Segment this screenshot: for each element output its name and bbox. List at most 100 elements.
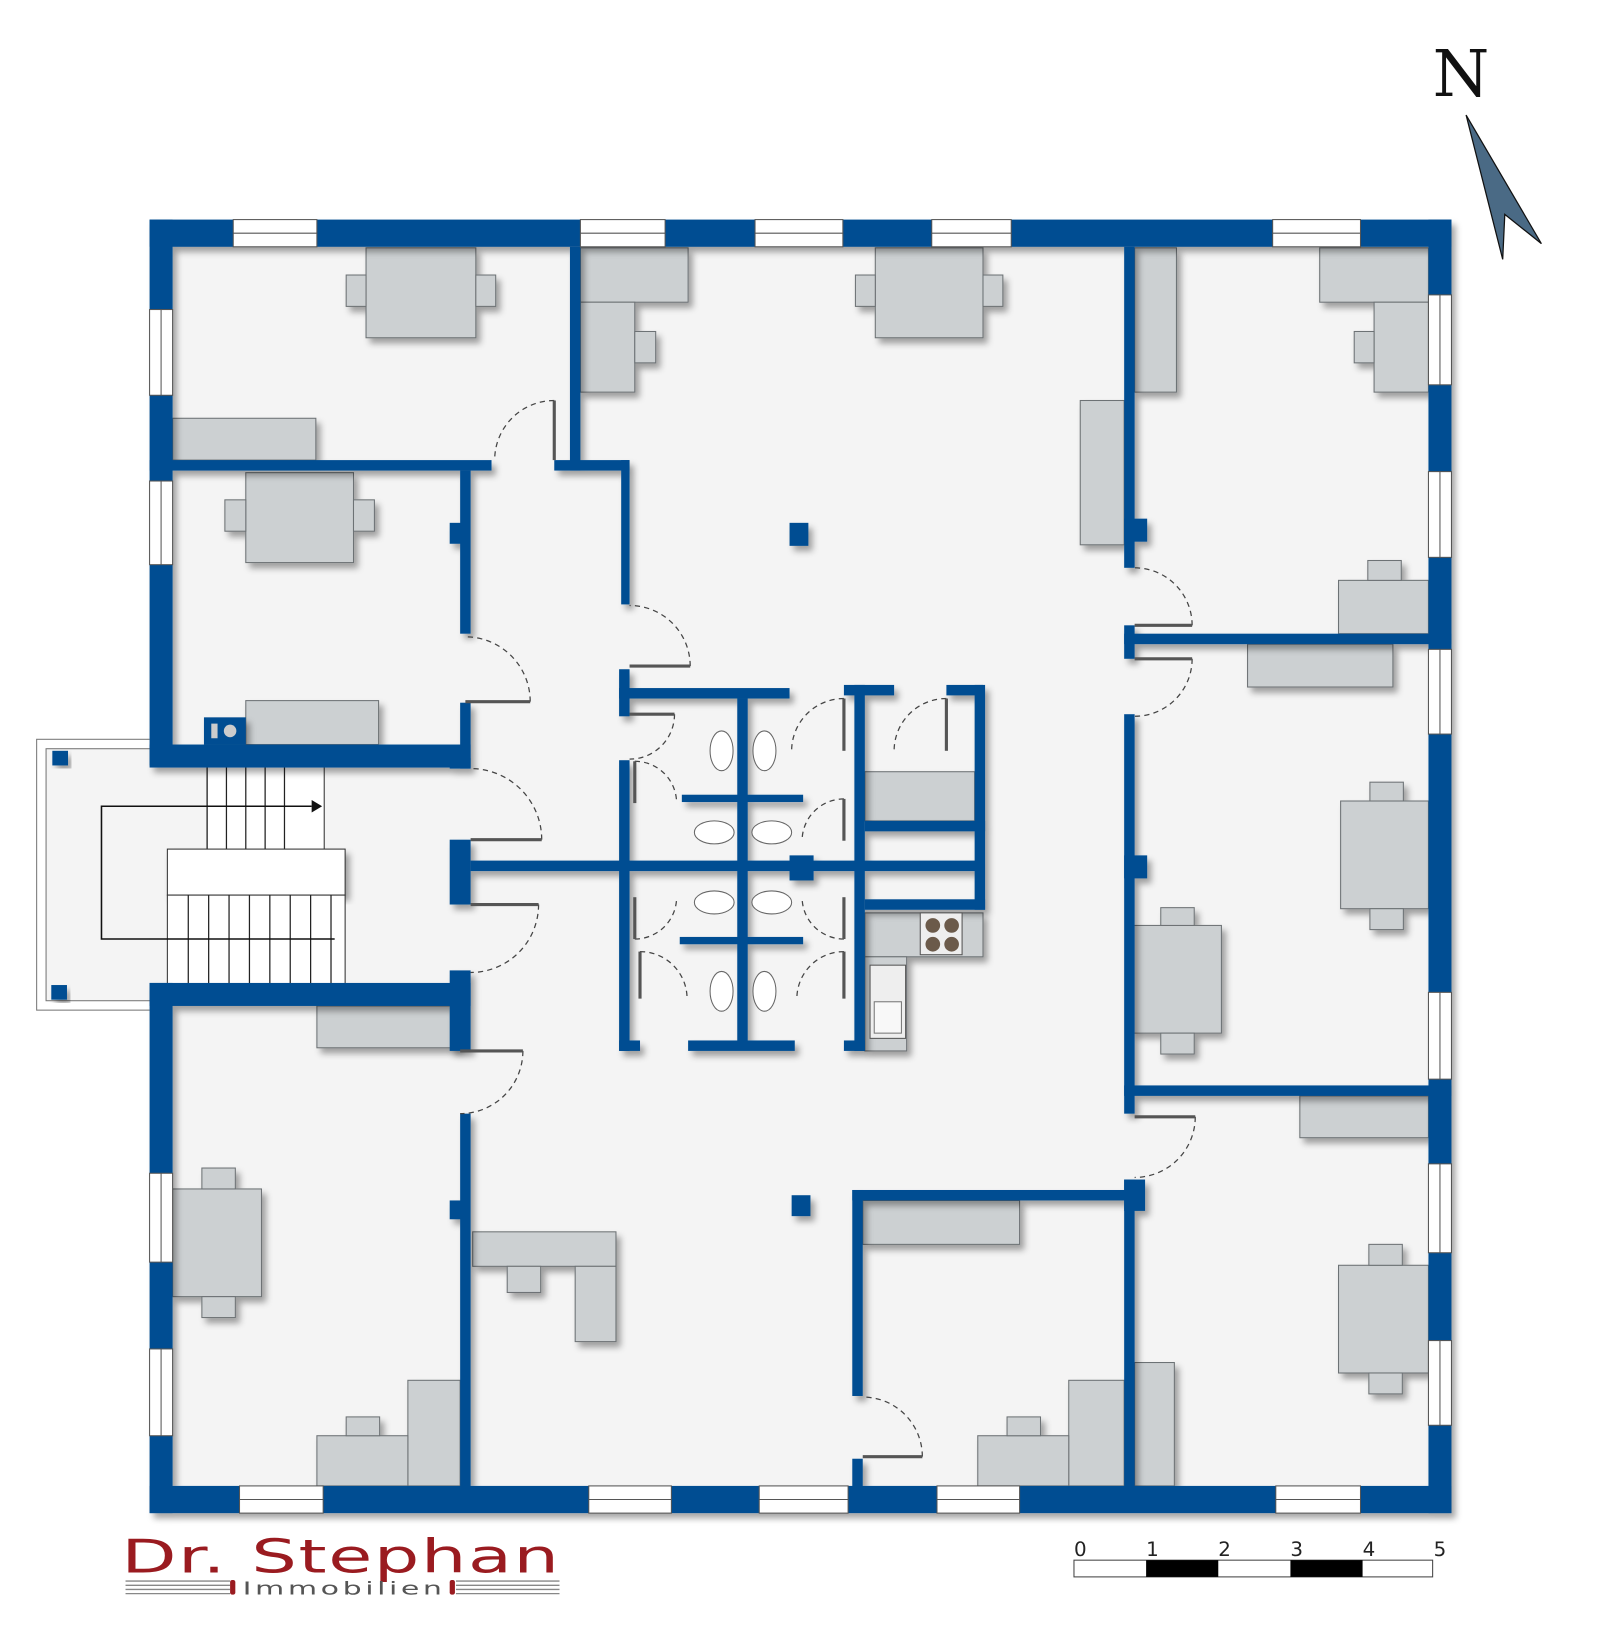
- furniture-piece: [579, 301, 636, 393]
- furniture-piece: [1369, 781, 1404, 802]
- wall-segment: [1124, 1179, 1135, 1491]
- wall-segment: [789, 522, 809, 546]
- company-logo: Dr. Stephan Immobilien: [121, 1530, 559, 1600]
- wall-segment: [619, 760, 630, 1051]
- furniture-piece: [472, 1231, 617, 1267]
- wall-segment: [449, 1200, 465, 1220]
- furniture-piece: [352, 499, 375, 532]
- toilet: [752, 730, 777, 772]
- furniture-piece: [1160, 907, 1195, 926]
- furniture-piece: [224, 499, 247, 532]
- door-swing: [791, 697, 844, 751]
- toilet: [751, 890, 793, 915]
- wall-segment: [449, 839, 471, 905]
- wall-segment: [864, 899, 986, 910]
- door-swing: [801, 897, 844, 940]
- scale-bar: 0 1 2 3 4 5: [1073, 1538, 1447, 1578]
- wall-segment: [852, 1189, 863, 1396]
- furniture-piece: [854, 274, 876, 307]
- furniture-piece: [1369, 908, 1404, 931]
- wall-segment: [1124, 714, 1135, 1114]
- wall-segment: [619, 1040, 641, 1051]
- furniture-piece: [345, 274, 367, 307]
- furniture-piece: [634, 330, 657, 364]
- furniture-piece: [245, 700, 380, 746]
- door-swing: [1134, 658, 1193, 717]
- arrow-head-icon: [311, 799, 323, 813]
- door-swing: [470, 767, 543, 840]
- wall-segment: [843, 1040, 865, 1051]
- wall-segment: [149, 982, 471, 1006]
- wall-segment: [460, 1113, 471, 1491]
- furniture-piece: [365, 247, 477, 339]
- furniture-piece: [1373, 301, 1429, 393]
- wall-segment: [737, 698, 748, 1046]
- wall-segment: [864, 820, 986, 832]
- boiler-icon: [223, 724, 237, 738]
- wall-segment: [681, 794, 804, 803]
- scale-label-2: 2: [1218, 1538, 1231, 1561]
- wall-segment: [149, 744, 471, 768]
- scale-label-4: 4: [1363, 1538, 1376, 1561]
- wall-segment: [852, 1458, 863, 1491]
- furniture-piece: [475, 274, 497, 307]
- wall-segment: [789, 855, 814, 881]
- logo-subtitle: Immobilien: [243, 1580, 446, 1600]
- furniture-piece: [316, 1435, 409, 1487]
- furniture-piece: [1079, 399, 1125, 546]
- wall-segment: [470, 860, 983, 872]
- furniture-piece: [1338, 1264, 1429, 1374]
- furniture-piece: [579, 247, 689, 303]
- toilets: [693, 730, 793, 1012]
- furniture-piece: [982, 274, 1004, 307]
- furniture-piece: [1006, 1416, 1042, 1437]
- toilet: [752, 970, 777, 1012]
- wall-segment: [1124, 633, 1452, 645]
- door-swing: [634, 897, 678, 940]
- door-swing: [494, 399, 555, 461]
- stove: [919, 912, 963, 956]
- furniture-piece: [172, 1188, 262, 1298]
- stair-direction-arrow: [100, 805, 335, 940]
- furniture-piece: [201, 1167, 236, 1190]
- wall-segment: [554, 460, 630, 471]
- wall-segment: [449, 522, 465, 544]
- doors: [460, 399, 1196, 1459]
- toilet: [693, 820, 735, 845]
- door-swing: [801, 798, 844, 841]
- furniture-piece: [1134, 247, 1177, 393]
- wall-segment: [460, 702, 471, 769]
- wall-segment: [854, 684, 865, 1051]
- meter-icon: [211, 723, 218, 739]
- scale-label-1: 1: [1146, 1538, 1159, 1561]
- furniture-piece: [862, 1199, 1021, 1245]
- door-swing: [634, 760, 678, 804]
- wall-segment: [449, 758, 471, 769]
- door-swing: [465, 636, 531, 702]
- furniture-piece: [1338, 579, 1429, 635]
- toilet: [751, 820, 793, 845]
- furniture-piece: [1368, 1243, 1403, 1266]
- north-arrow-icon: [1465, 114, 1542, 260]
- wall-segment: [619, 688, 790, 699]
- door-swing: [893, 697, 947, 751]
- furniture-piece: [1134, 1362, 1175, 1487]
- furniture-piece: [316, 1005, 461, 1049]
- wall-segment: [688, 1040, 795, 1051]
- windows: [149, 219, 1452, 1514]
- door-swing: [862, 1396, 923, 1457]
- furniture-piece: [201, 1296, 236, 1319]
- wall-segment: [460, 470, 471, 634]
- balcony: [36, 738, 153, 1011]
- furniture-piece: [1132, 924, 1222, 1034]
- scale-label-3: 3: [1290, 1538, 1303, 1561]
- furniture-piece: [1160, 1032, 1195, 1055]
- furniture-piece: [245, 472, 355, 564]
- scale-label-0: 0: [1074, 1538, 1087, 1561]
- wall-segment: [852, 1189, 1135, 1201]
- wall-segment: [946, 684, 983, 696]
- wall-segment: [974, 684, 986, 910]
- scale-label-5: 5: [1434, 1538, 1447, 1561]
